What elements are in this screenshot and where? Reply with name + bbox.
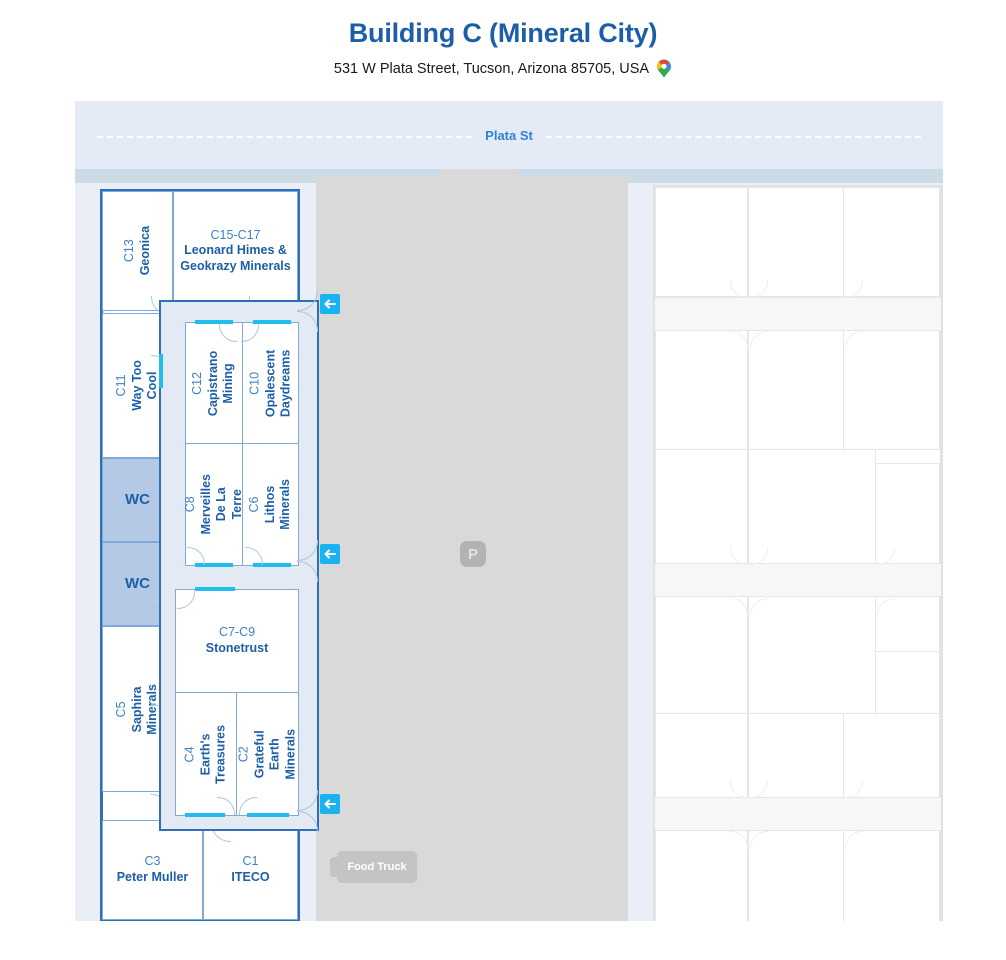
unit-name: ITECO bbox=[231, 870, 270, 884]
unit-code: C5 bbox=[114, 701, 129, 717]
neighbour-room bbox=[748, 596, 876, 714]
unit-code: C1 bbox=[242, 854, 259, 869]
unit-c12[interactable]: C12 Capistrano Mining bbox=[185, 322, 243, 444]
entrance-arrow-south[interactable] bbox=[320, 794, 340, 814]
unit-c3[interactable]: C3 Peter Muller bbox=[102, 820, 203, 920]
neighbour-room bbox=[748, 187, 844, 297]
page-header: Building C (Mineral City) 531 W Plata St… bbox=[0, 0, 1006, 78]
parking-badge: P bbox=[460, 541, 486, 567]
unit-code: C2 bbox=[236, 746, 251, 762]
unit-code: C7-C9 bbox=[218, 625, 256, 640]
interior-corridor: C12 Capistrano Mining C10 Opalescent Day… bbox=[159, 300, 319, 831]
door-marker bbox=[195, 587, 235, 591]
entrance-arrow-middle[interactable] bbox=[320, 544, 340, 564]
unit-code: C11 bbox=[114, 374, 129, 397]
unit-c13[interactable]: C13 Geonica bbox=[102, 191, 173, 311]
unit-c4[interactable]: C4 Earth's Treasures bbox=[175, 692, 237, 816]
street-label: Plata St bbox=[75, 128, 943, 143]
unit-name: Opalescent Daydreams bbox=[262, 349, 293, 417]
door-marker bbox=[195, 563, 233, 567]
google-maps-pin-icon[interactable] bbox=[656, 59, 672, 78]
door-marker bbox=[253, 563, 291, 567]
unit-name: Grateful Earth Minerals bbox=[251, 728, 298, 780]
door-marker bbox=[185, 813, 225, 817]
door-marker bbox=[159, 354, 163, 388]
neighbour-room bbox=[655, 330, 748, 450]
unit-name: WC bbox=[125, 490, 150, 508]
unit-name: Geonica bbox=[137, 226, 152, 276]
unit-code: C12 bbox=[190, 371, 205, 395]
unit-code: C4 bbox=[182, 746, 197, 762]
floor-plan-map[interactable]: Plata St P Food Truck C13 Geonica C15-C1… bbox=[75, 101, 943, 921]
unit-code: C8 bbox=[182, 496, 197, 513]
address-text: 531 W Plata Street, Tucson, Arizona 8570… bbox=[333, 60, 650, 77]
unit-code: C15-C17 bbox=[210, 227, 261, 242]
unit-code: C10 bbox=[247, 371, 262, 395]
unit-code: C3 bbox=[144, 854, 161, 869]
building-subtitle: (Mineral City) bbox=[489, 18, 658, 48]
neighbour-room bbox=[655, 187, 748, 297]
food-truck-badge[interactable]: Food Truck bbox=[337, 851, 417, 883]
unit-name: Peter Muller bbox=[116, 870, 189, 884]
building-name: Building C bbox=[348, 18, 482, 48]
unit-name: Merveilles De La Terre bbox=[198, 474, 244, 535]
door-marker bbox=[247, 813, 289, 817]
neighbour-corridor bbox=[655, 297, 941, 331]
unit-c15-c17[interactable]: C15-C17 Leonard Himes & Geokrazy Mineral… bbox=[173, 191, 298, 311]
page-title: Building C (Mineral City) bbox=[0, 18, 1006, 49]
neighbour-room bbox=[875, 651, 940, 714]
neighbour-room bbox=[748, 449, 876, 564]
unit-name: Earth's Treasures bbox=[198, 724, 228, 784]
unit-name: Leonard Himes & Geokrazy Minerals bbox=[180, 243, 291, 273]
neighbour-room bbox=[655, 449, 748, 564]
unit-c8[interactable]: C8 Merveilles De La Terre bbox=[182, 443, 244, 566]
unit-c7-c9[interactable]: C7-C9 Stonetrust bbox=[175, 589, 299, 693]
neighbour-corridor bbox=[655, 797, 941, 831]
entrance-arrow-north[interactable] bbox=[320, 294, 340, 314]
unit-name: WC bbox=[125, 574, 150, 592]
unit-code: C13 bbox=[121, 239, 136, 263]
neighbour-room bbox=[843, 187, 940, 297]
door-marker bbox=[253, 320, 291, 324]
unit-c6[interactable]: C6 Lithos Minerals bbox=[242, 443, 299, 566]
unit-name: Capistrano Mining bbox=[206, 350, 236, 416]
neighbour-building-outline bbox=[653, 185, 943, 921]
unit-name: Stonetrust bbox=[205, 641, 269, 655]
unit-code: C6 bbox=[247, 496, 262, 513]
unit-c2[interactable]: C2 Grateful Earth Minerals bbox=[236, 692, 299, 816]
neighbour-room bbox=[843, 330, 940, 450]
unit-c10[interactable]: C10 Opalescent Daydreams bbox=[242, 322, 299, 444]
address-line: 531 W Plata Street, Tucson, Arizona 8570… bbox=[0, 59, 1006, 78]
unit-name: Lithos Minerals bbox=[262, 479, 293, 530]
door-marker bbox=[195, 320, 233, 324]
neighbour-room bbox=[748, 330, 844, 450]
neighbour-corridor bbox=[655, 563, 941, 597]
